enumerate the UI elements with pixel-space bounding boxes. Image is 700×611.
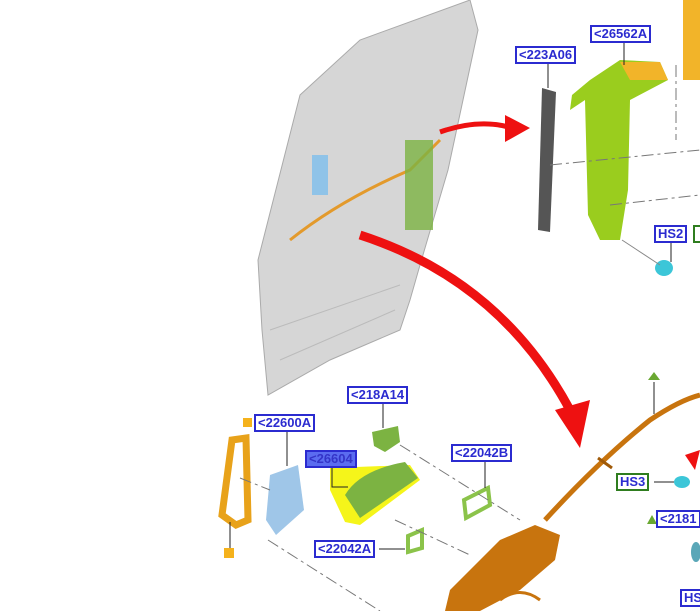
part-label-223A06[interactable]: <223A06: [515, 46, 577, 64]
marker-triangle: [647, 515, 657, 524]
door-panel-detail: [269, 284, 401, 361]
callout-arrow-lower: [358, 230, 574, 413]
cap-218A14: [372, 426, 400, 452]
wire-harness: [543, 392, 700, 522]
arrow-head: [555, 400, 590, 448]
door-bracket-preview: [405, 140, 433, 230]
lock-22600A: [266, 465, 304, 535]
part-label-22042A[interactable]: <22042A: [314, 540, 376, 558]
gasket-22042B: [461, 484, 493, 522]
handle-26604: [345, 462, 418, 518]
arrow-head: [505, 115, 530, 142]
part-label-hs2[interactable]: HS2: [654, 225, 688, 243]
part-label-218A14[interactable]: <218A14: [347, 386, 409, 404]
leader-lines: [549, 65, 700, 206]
gasket-22042A: [406, 526, 424, 555]
part-label-26562A[interactable]: <26562A: [590, 25, 652, 43]
leader-lines: [239, 444, 521, 611]
part-label-partial[interactable]: [693, 225, 700, 243]
arrow-head: [685, 450, 700, 470]
part-label-hs3[interactable]: HS3: [616, 473, 650, 491]
marker-triangle: [648, 372, 660, 380]
part-label-2181[interactable]: <2181: [656, 510, 700, 528]
door-harness-preview: [289, 138, 442, 242]
door-lock-preview: [312, 155, 328, 195]
marker-square: [224, 548, 234, 558]
bracket-26562A: [570, 60, 668, 240]
screw-hs2: [655, 260, 673, 276]
seal-223A06: [538, 88, 556, 232]
part-edge: [683, 0, 700, 80]
part-label-26604[interactable]: <26604: [305, 450, 357, 468]
screw-hs3: [674, 476, 690, 488]
clip: [691, 542, 700, 562]
handle-bezel: [218, 433, 252, 529]
part-label-22042B[interactable]: <22042B: [451, 444, 513, 462]
latch-assembly: [445, 525, 560, 611]
door-panel: [257, 0, 479, 396]
marker-square: [243, 418, 252, 427]
part-label-hs[interactable]: HS: [680, 589, 700, 607]
part-label-22600A[interactable]: <22600A: [254, 414, 316, 432]
